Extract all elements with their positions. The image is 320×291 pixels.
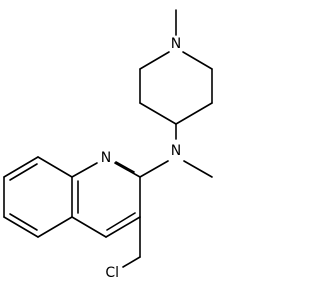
bond-amine-methyl: [183, 160, 213, 178]
atom-n-piperidine: N: [171, 36, 181, 52]
bond-pip-n-left: [139, 51, 170, 70]
bond-pip-left-lower: [139, 102, 177, 125]
atom-n-amine: N: [171, 143, 181, 159]
bond-c8-c7: [3, 156, 39, 178]
bond-c6-c5: [3, 216, 39, 238]
atom-chlorine: Cl: [105, 265, 119, 281]
bond-n1-c8a: [71, 162, 98, 178]
bond-c8a-c8: [37, 156, 73, 178]
bond-c4-c3-double: [106, 212, 136, 231]
bond-c4-c3: [105, 216, 141, 238]
bond-amine-c2: [139, 160, 169, 178]
bond-c4a-c4: [71, 216, 107, 238]
atom-n-quinoline: N: [101, 150, 111, 166]
bond-c8-c7-double: [9, 163, 38, 181]
bond-c2-n1: [114, 162, 141, 178]
bond-pip-n-right: [182, 51, 213, 70]
atom-labels: N N N Cl: [101, 36, 181, 281]
bond-c2-n1-double: [115, 161, 135, 173]
bond-c5-c4a: [37, 216, 73, 238]
bond-pip-right-lower: [175, 102, 213, 125]
bond-ch2-cl: [122, 256, 141, 268]
bond-c6-c5-double: [9, 213, 38, 231]
bond-group: [3, 9, 213, 268]
chemical-structure: N N N Cl: [3, 9, 213, 281]
